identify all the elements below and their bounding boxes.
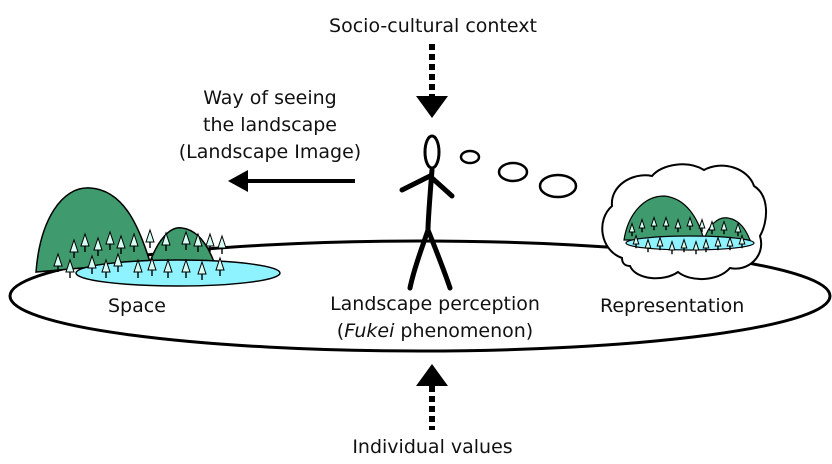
tree-icon	[662, 216, 670, 231]
tree-icon	[113, 252, 123, 272]
fukei-term: Fukei	[344, 320, 395, 342]
phenomenon-text: phenomenon)	[394, 320, 534, 342]
tree-icon	[708, 220, 716, 235]
label-way-of-seeing-2: the landscape	[203, 114, 337, 136]
tree-icon	[698, 218, 706, 233]
tree-icon	[87, 254, 97, 274]
tree-icon	[163, 258, 173, 278]
tree-icon	[644, 238, 652, 253]
hill-small	[148, 227, 216, 263]
tree-icon	[726, 236, 734, 251]
tree-icon	[650, 216, 658, 231]
tree-icon	[714, 236, 722, 251]
representation-landscape	[623, 195, 755, 255]
label-way-of-seeing-3: (Landscape Image)	[178, 141, 362, 163]
tree-icon	[101, 258, 111, 278]
tree-icon	[215, 256, 225, 276]
tree-icon	[205, 232, 215, 252]
tree-icon	[147, 256, 157, 276]
tree-group	[53, 228, 227, 280]
tree-icon	[686, 216, 694, 231]
tree-icon	[193, 232, 203, 252]
tree-icon	[680, 238, 688, 253]
tree-icon	[116, 234, 126, 254]
tree-icon	[720, 220, 728, 235]
tree-icon	[197, 260, 207, 280]
tree-icon	[105, 230, 115, 250]
tree-icon	[80, 232, 90, 252]
tree-icon	[69, 238, 79, 258]
label-socio-cultural: Socio-cultural context	[329, 15, 537, 37]
space-landscape	[35, 187, 281, 287]
label-perception-2: (Fukei phenomenon)	[290, 320, 580, 343]
tree-group-rep	[628, 216, 746, 255]
tree-icon	[638, 218, 646, 233]
tree-icon	[65, 258, 75, 278]
tree-icon	[217, 234, 227, 254]
label-way-of-seeing-1: Way of seeing	[203, 87, 337, 109]
tree-icon	[181, 258, 191, 278]
tree-icon	[181, 230, 191, 250]
label-space: Space	[108, 295, 166, 317]
arrow-left-icon	[228, 170, 355, 192]
tree-icon	[129, 232, 139, 252]
tree-icon	[674, 218, 682, 233]
label-individual-values: Individual values	[352, 436, 513, 458]
label-perception-1: Landscape perception	[330, 293, 540, 315]
tree-icon	[632, 234, 640, 249]
tree-icon	[702, 238, 710, 253]
tree-icon	[93, 236, 103, 256]
tree-icon	[161, 231, 171, 251]
tree-icon	[145, 228, 155, 248]
tree-icon	[668, 240, 676, 255]
arrow-down-icon	[416, 44, 448, 118]
tree-icon	[738, 234, 746, 249]
tree-icon	[133, 258, 143, 278]
tree-icon	[692, 240, 700, 255]
tree-icon	[734, 222, 742, 237]
tree-icon	[53, 252, 63, 272]
stick-figure-person-icon	[399, 134, 455, 291]
label-representation: Representation	[600, 295, 745, 317]
tree-icon	[656, 236, 664, 251]
paren-open: (	[336, 320, 345, 342]
tree-icon	[628, 222, 636, 237]
arrow-up-icon	[416, 364, 448, 430]
pond	[75, 259, 281, 287]
